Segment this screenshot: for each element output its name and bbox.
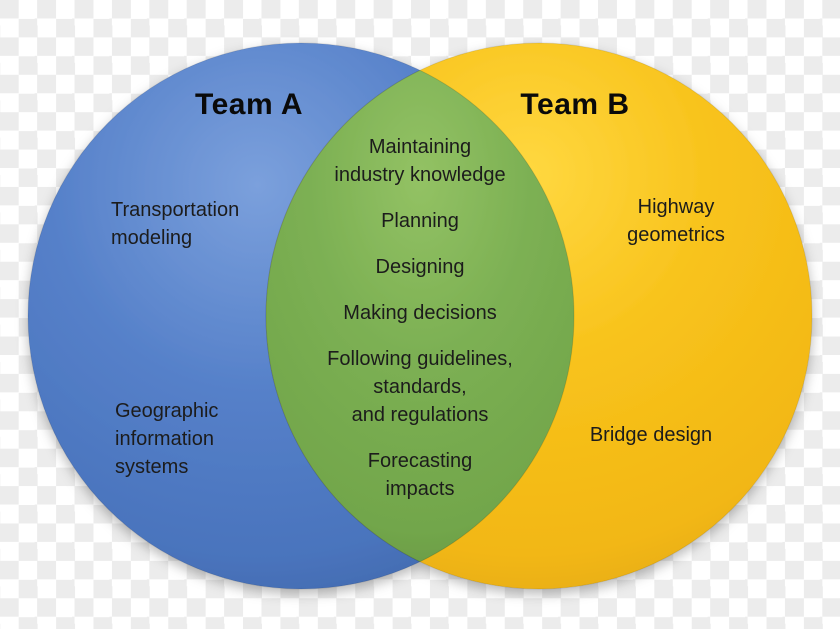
team-b-title: Team B (520, 88, 630, 121)
team-a-item-transportation-modeling: Transportation modeling (111, 199, 240, 249)
overlap-item-forecasting-impacts: Forecasting impacts (367, 450, 473, 500)
team-b-item-highway-geometrics: Highway geometrics (627, 196, 725, 246)
overlap-item-following-guidelines: Following guidelines, standards, and reg… (327, 348, 513, 426)
team-b-item-bridge-design: Bridge design (589, 424, 713, 446)
overlap-items-column: Maintaining industry knowledge Planning … (290, 133, 550, 521)
overlap-item-planning: Planning (381, 210, 459, 232)
team-a-item-geographic-information-systems: Geographic information systems (115, 400, 219, 478)
overlap-lens (265, 69, 575, 563)
overlap-item-designing: Designing (375, 256, 465, 278)
overlap-item-maintaining-industry-knowledge: Maintaining industry knowledge (334, 136, 506, 186)
overlap-item-making-decisions: Making decisions (343, 302, 497, 324)
team-a-title: Team A (194, 88, 304, 121)
